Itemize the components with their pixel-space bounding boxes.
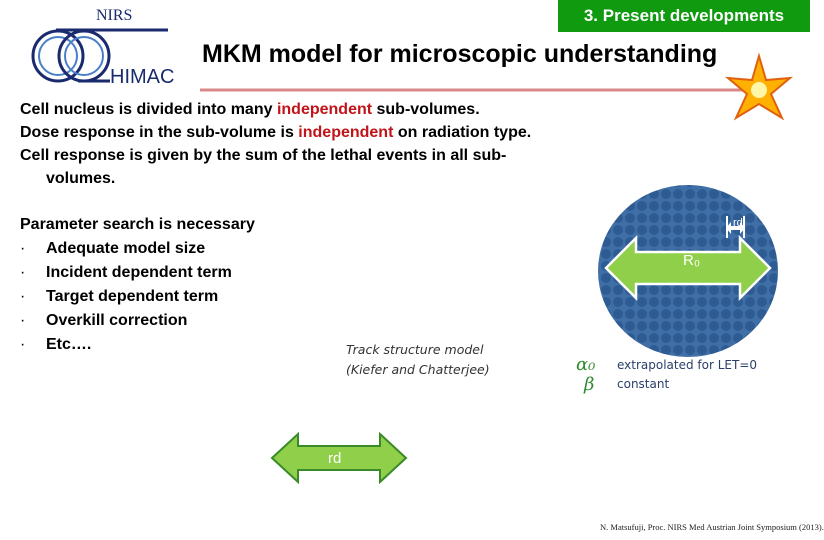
body-line-4: volumes. bbox=[46, 170, 116, 187]
r0-label: R₀ bbox=[683, 252, 701, 269]
rd-small-label: rd bbox=[733, 217, 743, 229]
title-underline bbox=[200, 88, 760, 92]
body-line-2: Dose response in the sub-volume is indep… bbox=[20, 124, 532, 141]
cell-nucleus-diagram bbox=[598, 185, 778, 357]
body-line-1: Cell nucleus is divided into many indepe… bbox=[20, 101, 480, 118]
alpha-beta-notes: extrapolated for LET=0 constant bbox=[617, 358, 758, 391]
list-item: Target dependent term bbox=[20, 285, 255, 309]
list-item: Adequate model size bbox=[20, 237, 255, 261]
body-line-3: Cell response is given by the sum of the… bbox=[20, 147, 507, 164]
citation: N. Matsufuji, Proc. NIRS Med Austrian Jo… bbox=[600, 522, 824, 532]
slide-title: MKM model for microscopic understanding bbox=[202, 40, 718, 68]
list-item: Incident dependent term bbox=[20, 261, 255, 285]
rd-arrow bbox=[270, 431, 408, 485]
rd-label: rd bbox=[328, 450, 342, 467]
parameter-heading: Parameter search is necessary bbox=[20, 216, 255, 233]
star-icon bbox=[724, 52, 794, 121]
alpha-beta-symbols: α₀ β bbox=[576, 355, 595, 395]
logo-nirs-text: NIRS bbox=[96, 7, 133, 24]
logo-himac-text: HIMAC bbox=[110, 66, 175, 88]
track-structure-note: Track structure model (Kiefer and Chatte… bbox=[346, 342, 490, 377]
section-tag: 3. Present developments bbox=[558, 0, 810, 32]
body-text: Cell nucleus is divided into many indepe… bbox=[20, 98, 531, 190]
list-item: Overkill correction bbox=[20, 309, 255, 333]
alpha-symbol: α₀ bbox=[576, 354, 596, 375]
parameter-list: Parameter search is necessary Adequate m… bbox=[20, 213, 255, 357]
nirs-himac-logo bbox=[31, 28, 168, 83]
beta-symbol: β bbox=[584, 374, 595, 395]
list-item: Etc…. bbox=[20, 333, 255, 357]
